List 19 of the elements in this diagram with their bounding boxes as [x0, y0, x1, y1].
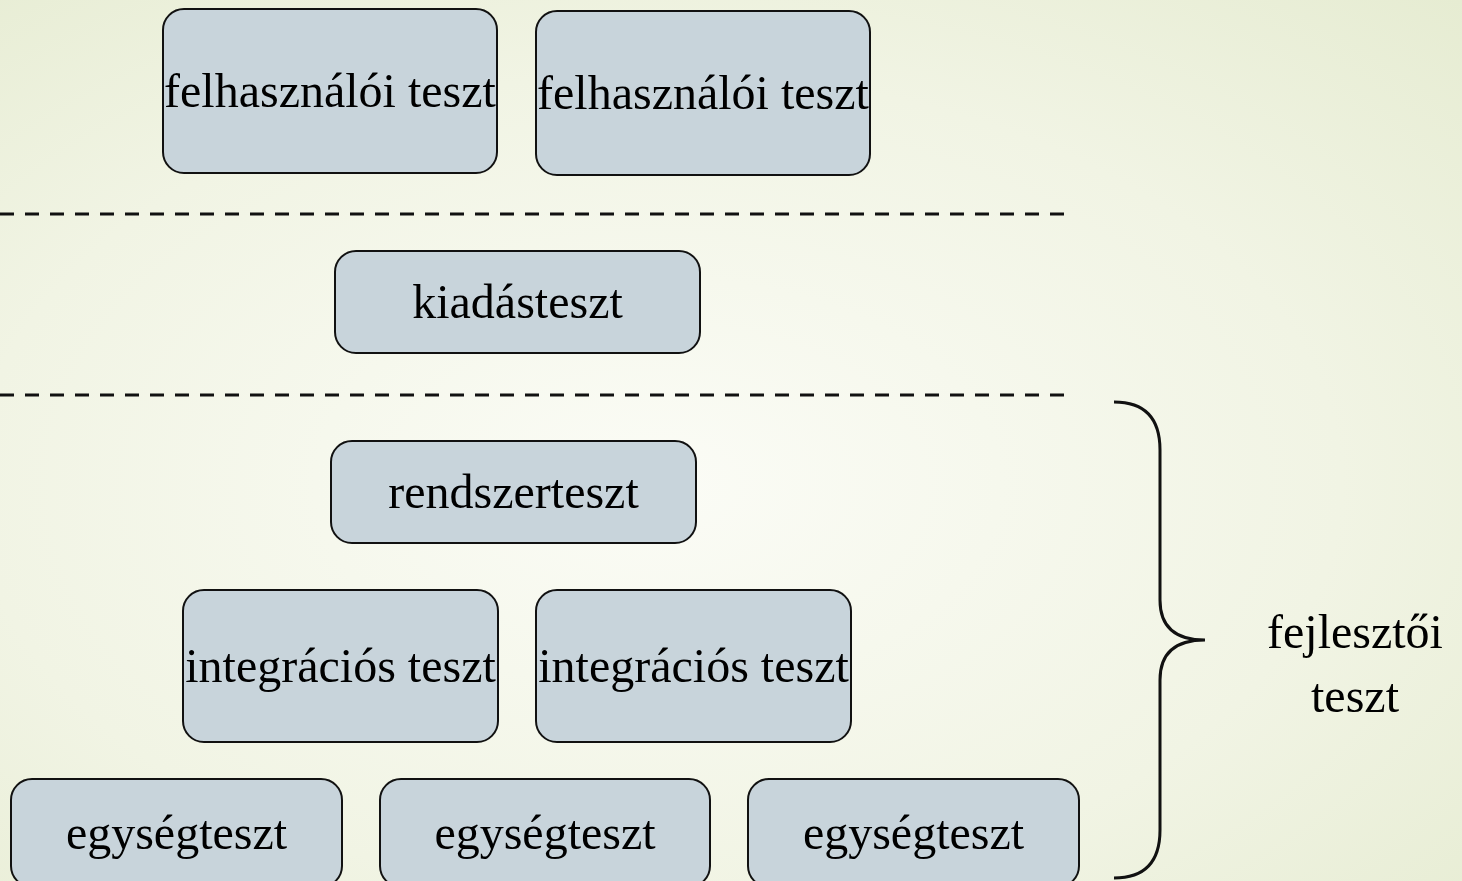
box-label: felhasználói teszt [537, 65, 869, 121]
box-label: egységteszt [802, 805, 1025, 861]
box-label: rendszerteszt [388, 464, 639, 520]
box-label: integrációs teszt [538, 638, 849, 694]
process-box [330, 440, 697, 544]
box-label: integrációs teszt [185, 638, 496, 694]
process-box [379, 778, 711, 881]
box-label: kiadásteszt [412, 274, 623, 330]
process-box [182, 589, 499, 743]
process-box [535, 10, 871, 176]
process-box [162, 8, 498, 174]
box-label: egységteszt [434, 805, 656, 861]
box-label: felhasználói teszt [164, 63, 496, 119]
bracket-label: fejlesztői teszt [1266, 604, 1444, 724]
process-box [10, 778, 343, 881]
box-label: egységteszt [65, 805, 288, 861]
process-box [334, 250, 701, 354]
process-box [535, 589, 852, 743]
process-box [747, 778, 1080, 881]
